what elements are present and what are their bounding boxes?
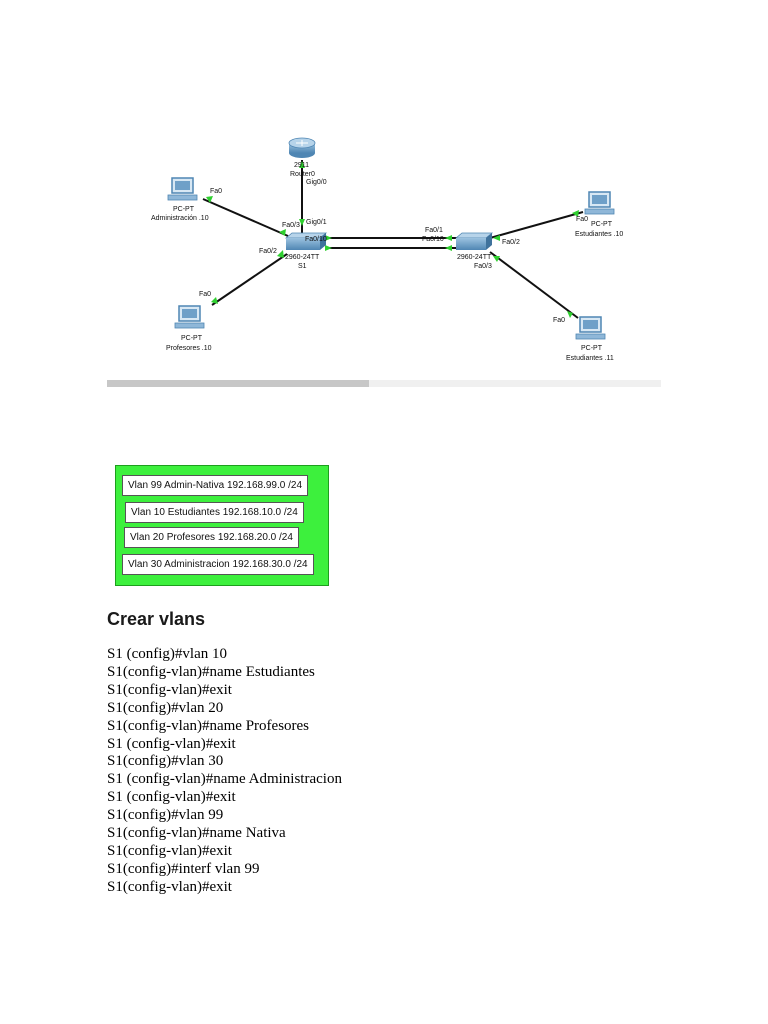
switch-s2-icon[interactable]: [454, 232, 494, 250]
s1-name-label: S1: [298, 263, 307, 270]
indicator-icon: [277, 250, 284, 258]
pc-est11-icon[interactable]: [575, 316, 606, 340]
s1-port-prof-label: Fa0/2: [259, 248, 277, 255]
s2-port-trunk-label: Fa0/10: [422, 236, 444, 243]
indicator-icon: [325, 235, 332, 241]
router-model-label: 2911: [294, 162, 309, 169]
link-s2-est11: [489, 251, 579, 319]
indicator-icon: [279, 229, 286, 236]
vlan-item: Vlan 10 Estudiantes 192.168.10.0 /24: [125, 502, 304, 523]
command-line: S1(config)#vlan 20: [107, 699, 224, 716]
indicator-icon: [567, 311, 573, 318]
pc-est10-icon[interactable]: [584, 191, 615, 215]
vlan-item: Vlan 30 Administracion 192.168.30.0 /24: [122, 554, 314, 575]
router-port-s1-label: Gig0/1: [306, 219, 327, 226]
pc-prof-name-label: Profesores .10: [166, 345, 212, 352]
topology-svg: 2911 Router0 Gig0/0 Gig0/1 Fa0/3 Fa0/2 F…: [151, 137, 623, 362]
s2-port-trunk-top-label: Fa0/1: [425, 227, 443, 234]
s2-port-est10-label: Fa0/2: [502, 239, 520, 246]
section-title: Crear vlans: [107, 609, 206, 629]
indicator-icon: [493, 256, 500, 262]
indicator-icon: [299, 161, 305, 168]
command-line: S1(config-vlan)#name Profesores: [107, 717, 310, 734]
pc-est11-port-label: Fa0: [553, 317, 565, 324]
pc-prof-type-label: PC-PT: [181, 335, 203, 342]
indicator-icon: [572, 210, 579, 217]
command-line: S1 (config-vlan)#exit: [107, 789, 236, 806]
pc-prof-icon[interactable]: [174, 305, 205, 329]
indicator-icon: [325, 245, 332, 251]
pc-admin-port-label: Fa0: [210, 188, 222, 195]
command-line: S1 (config-vlan)#name Administracion: [107, 771, 342, 788]
command-line: S1(config)#interf vlan 99: [107, 860, 260, 877]
indicator-icon: [445, 245, 452, 251]
s2-model-label: 2960-24TT: [457, 254, 492, 261]
link-prof-s1: [211, 253, 288, 306]
router-icon[interactable]: [288, 137, 316, 158]
command-line: S1 (config-vlan)#exit: [107, 735, 236, 752]
pc-admin-icon[interactable]: [167, 177, 198, 201]
pc-prof-port-label: Fa0: [199, 291, 211, 298]
pc-admin-name-label: Administración .10: [151, 215, 209, 222]
command-line: S1(config-vlan)#exit: [107, 681, 232, 698]
command-line: S1(config)#vlan 99: [107, 807, 224, 824]
scrollbar-thumb[interactable]: [107, 380, 369, 387]
indicator-icon: [445, 235, 452, 241]
s2-port-est11-label: Fa0/3: [474, 263, 492, 270]
command-list: S1 (config)#vlan 10 S1(config-vlan)#name…: [107, 646, 342, 897]
command-line: S1(config)#vlan 30: [107, 753, 224, 770]
network-topology-diagram: 2911 Router0 Gig0/0 Gig0/1 Fa0/3 Fa0/2 F…: [0, 0, 768, 400]
horizontal-scrollbar[interactable]: [107, 380, 661, 387]
link-s2-est10: [489, 211, 584, 239]
pc-admin-type-label: PC-PT: [173, 206, 195, 213]
pc-est10-port-label: Fa0: [576, 216, 588, 223]
s1-port-trunk-label: Fa0/10: [305, 236, 327, 243]
indicator-icon: [299, 219, 305, 226]
link-admin-s1: [202, 198, 289, 237]
command-line: S1(config-vlan)#name Estudiantes: [107, 663, 315, 680]
command-line: S1(config-vlan)#exit: [107, 878, 232, 895]
indicator-icon: [206, 196, 213, 203]
vlan-item: Vlan 20 Profesores 192.168.20.0 /24: [124, 527, 299, 548]
pc-est11-name-label: Estudiantes .11: [566, 355, 614, 362]
command-line: S1(config-vlan)#name Nativa: [107, 825, 286, 842]
pc-est11-type-label: PC-PT: [581, 345, 603, 352]
vlan-table-box: Vlan 99 Admin-Nativa 192.168.99.0 /24 Vl…: [115, 465, 329, 586]
indicator-icon: [493, 235, 500, 241]
command-line: S1(config-vlan)#exit: [107, 842, 232, 859]
indicator-icon: [211, 297, 218, 304]
vlan-item: Vlan 99 Admin-Nativa 192.168.99.0 /24: [122, 475, 309, 496]
pc-est10-name-label: Estudiantes .10: [575, 231, 623, 238]
pc-est10-type-label: PC-PT: [591, 221, 613, 228]
command-line: S1 (config)#vlan 10: [107, 646, 227, 662]
s1-model-label: 2960-24TT: [285, 254, 320, 261]
switch-s1-icon[interactable]: [284, 232, 328, 250]
router-name-label: Router0: [290, 171, 315, 178]
link-lines: [202, 160, 584, 319]
s1-port-admin-label: Fa0/3: [282, 222, 300, 229]
router-port-down-label: Gig0/0: [306, 179, 327, 186]
link-indicators: [206, 161, 579, 318]
